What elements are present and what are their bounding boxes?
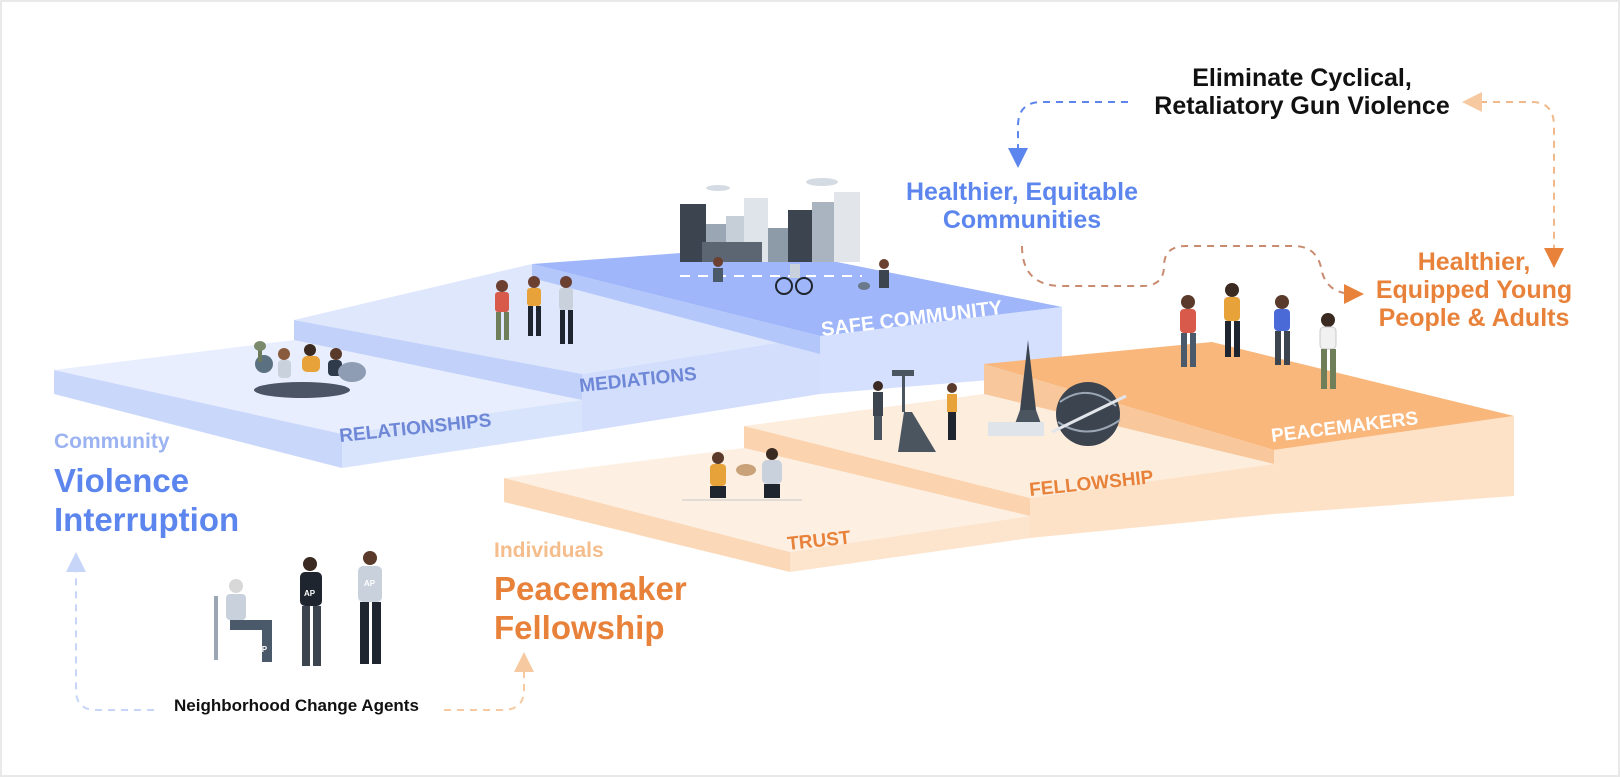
goal-eliminate-violence: Eliminate Cyclical, Retaliatory Gun Viol… [1082, 64, 1522, 120]
city-skyline-icon [680, 178, 889, 295]
arrow-eliminate-to-communities [1008, 101, 1128, 168]
fellowship-step-front [1030, 464, 1274, 538]
peacemakers-step-front [1274, 416, 1514, 514]
trust-step-left [504, 478, 790, 572]
mediations-step-left [294, 320, 582, 400]
globe-icon [1051, 382, 1127, 446]
crossroads-icon [873, 370, 957, 452]
safe-community-step-left [532, 264, 820, 354]
relationships-step-left [54, 370, 342, 468]
peacemakers-step-top [984, 342, 1514, 450]
agent-badge: AP [304, 589, 316, 598]
community-title-line: Interruption [54, 500, 240, 538]
mediations-step-front [582, 336, 820, 432]
handshake-icon [682, 448, 802, 501]
mediations-step-top [294, 264, 820, 374]
agent-badge: AP [364, 579, 376, 588]
goal-healthier-communities: Healthier, Equitable Communities [862, 178, 1182, 234]
goal-people-line: Healthier, [1417, 248, 1531, 276]
fellowship-step-left [744, 426, 1030, 516]
people-mediation-icon [495, 276, 573, 344]
arrow-agents-to-community [66, 552, 154, 711]
peacemakers-group-icon [1180, 283, 1337, 389]
goal-communities-line: Communities [942, 206, 1102, 234]
individuals-title: Peacemaker Fellowship [494, 570, 687, 648]
individuals-title-line: Peacemaker [494, 570, 687, 607]
goal-top-line: Eliminate Cyclical, [1192, 64, 1412, 92]
individuals-subtitle: Individuals [494, 539, 604, 562]
peacemakers-step-left [984, 364, 1274, 464]
community-title: Violence Interruption [54, 462, 239, 540]
goal-people-line: Equipped Young [1375, 276, 1573, 304]
group-hangout-icon [254, 341, 366, 398]
community-title-line: Violence [54, 462, 190, 499]
agent-badge: AP [256, 645, 268, 654]
trust-step-front [790, 516, 1030, 572]
individuals-title-line: Fellowship [494, 608, 665, 646]
arrow-people-to-eliminate [1480, 101, 1564, 268]
goal-healthier-people: Healthier, Equipped Young People & Adult… [1344, 248, 1604, 332]
change-agents-label: Neighborhood Change Agents [174, 696, 419, 715]
goal-people-line: People & Adults [1378, 304, 1570, 332]
relationships-step-front [342, 400, 582, 468]
goal-top-line: Retaliatory Gun Violence [1154, 92, 1450, 120]
arrow-communities-to-people [1021, 245, 1364, 304]
eiffel-tower-icon [988, 340, 1044, 436]
change-agents-icon: AP AP AP [214, 551, 382, 666]
arrow-agents-to-individuals [444, 652, 534, 711]
goal-communities-line: Healthier, Equitable [905, 178, 1138, 206]
community-subtitle: Community [54, 430, 170, 453]
